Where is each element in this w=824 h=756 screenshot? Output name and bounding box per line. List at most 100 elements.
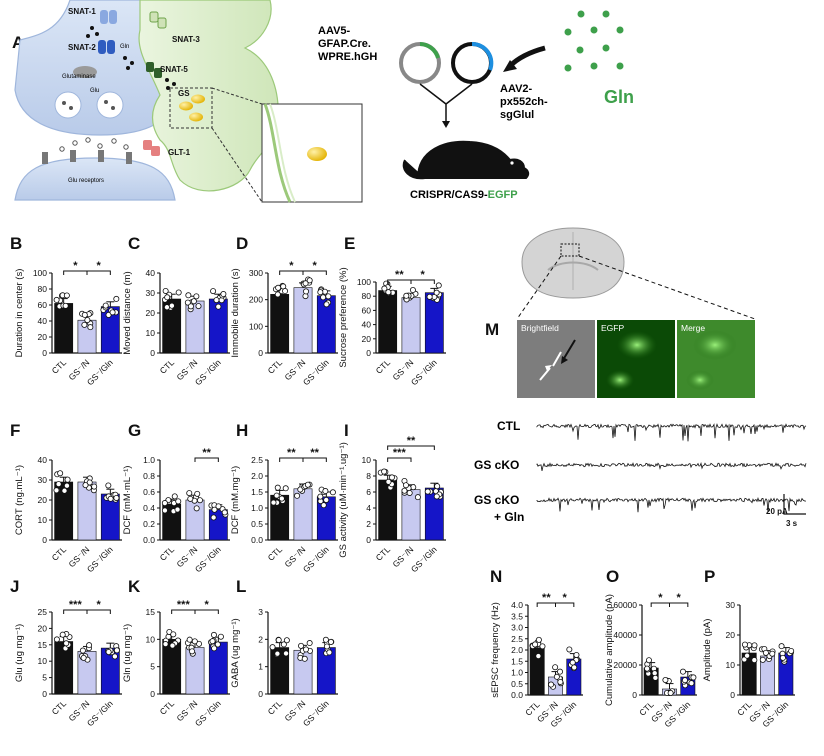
y-tick-label: 5 (150, 662, 155, 672)
bar (424, 292, 444, 354)
data-point (187, 495, 194, 502)
y-tick-label: 20 (38, 332, 48, 342)
significance-bracket (302, 270, 327, 275)
data-point (325, 293, 332, 300)
y-axis-label: Glu (ug mg⁻¹) (14, 624, 25, 682)
data-point (409, 287, 416, 294)
data-point (270, 499, 277, 506)
bar (401, 297, 421, 354)
significance-bracket (194, 457, 219, 462)
y-axis-label: Gln (ug mg⁻¹) (122, 624, 133, 682)
trace-ctl (536, 423, 807, 442)
data-point (195, 303, 202, 310)
data-point (779, 654, 786, 661)
data-point (111, 653, 118, 660)
y-tick-label: 3.0 (511, 623, 523, 633)
data-point (662, 676, 669, 683)
panel-a: A SNAT-1 SNAT-2 Gln Glutaminase Glu Glu … (12, 0, 634, 203)
data-point (57, 470, 64, 477)
significance-label: * (97, 260, 102, 272)
category-label: CTL (50, 357, 69, 376)
data-point (196, 497, 203, 504)
data-point (194, 490, 201, 497)
data-point (190, 298, 197, 305)
trace-gs-cko-gln (536, 497, 807, 513)
significance-label: * (205, 599, 210, 611)
data-point (80, 654, 87, 661)
y-tick-label: 20 (726, 630, 736, 640)
data-point (298, 642, 305, 649)
data-point (87, 324, 94, 331)
y-tick-label: 0.6 (143, 487, 155, 497)
data-point (275, 637, 282, 644)
data-point (320, 294, 327, 301)
y-tick-label: 1.0 (511, 668, 523, 678)
glutaminase-shape (73, 66, 97, 78)
y-tick-label: 10 (146, 634, 156, 644)
y-tick-label: 2 (366, 519, 371, 529)
data-point (320, 502, 327, 509)
y-tick-label: 8 (366, 471, 371, 481)
data-point (189, 648, 196, 655)
data-point (539, 643, 546, 650)
data-point (63, 482, 70, 489)
y-tick-label: 0 (42, 689, 47, 699)
gs-enzyme-1 (179, 101, 193, 111)
y-tick-label: 6 (366, 487, 371, 497)
y-tick-label: 100 (249, 321, 263, 331)
y-tick-label: 2.0 (251, 471, 263, 481)
y-tick-label: 300 (249, 268, 263, 278)
data-point (81, 311, 88, 318)
data-point (210, 288, 217, 295)
data-point (64, 476, 71, 483)
data-point (193, 293, 200, 300)
data-point (86, 479, 93, 486)
data-point (161, 500, 168, 507)
data-point (210, 631, 217, 638)
y-tick-label: 2.5 (251, 455, 263, 465)
category-label: CTL (266, 357, 285, 376)
category-label: GS⁻/Gln (193, 544, 223, 574)
panel-letter-g: G (128, 421, 141, 440)
astrocyte (138, 0, 279, 192)
scale-label-y: 20 pA (766, 507, 788, 516)
data-point (690, 674, 697, 681)
y-tick-label: 0.0 (143, 535, 155, 545)
data-point (186, 490, 193, 497)
data-point (61, 487, 68, 494)
y-axis-label: CORT (ng.mL⁻¹) (14, 465, 25, 535)
data-point (548, 681, 555, 688)
gs-enzyme-2 (191, 94, 205, 104)
data-point (569, 659, 576, 666)
y-tick-label: 1.0 (143, 455, 155, 465)
y-tick-label: 0.2 (143, 519, 155, 529)
merge-arrow (419, 83, 473, 125)
data-point (304, 481, 311, 488)
data-point (215, 503, 222, 510)
bar (270, 294, 290, 354)
label-merge: Merge (681, 323, 705, 333)
data-point (435, 282, 442, 289)
significance-bracket (387, 445, 435, 450)
trace-label-gs-cko-gln: GS cKO (474, 493, 519, 507)
data-point (306, 277, 313, 284)
significance-label: ** (202, 447, 211, 459)
gln-dots (564, 10, 624, 72)
data-point (573, 651, 580, 658)
y-tick-label: 60 (362, 305, 372, 315)
data-point (105, 482, 112, 489)
data-point (788, 647, 795, 654)
data-point (278, 495, 285, 502)
category-label: GS⁻/Gln (301, 357, 331, 387)
data-point (778, 643, 785, 650)
significance-label: *** (393, 447, 407, 459)
data-point (403, 292, 410, 299)
panel-letter-h: H (236, 421, 248, 440)
